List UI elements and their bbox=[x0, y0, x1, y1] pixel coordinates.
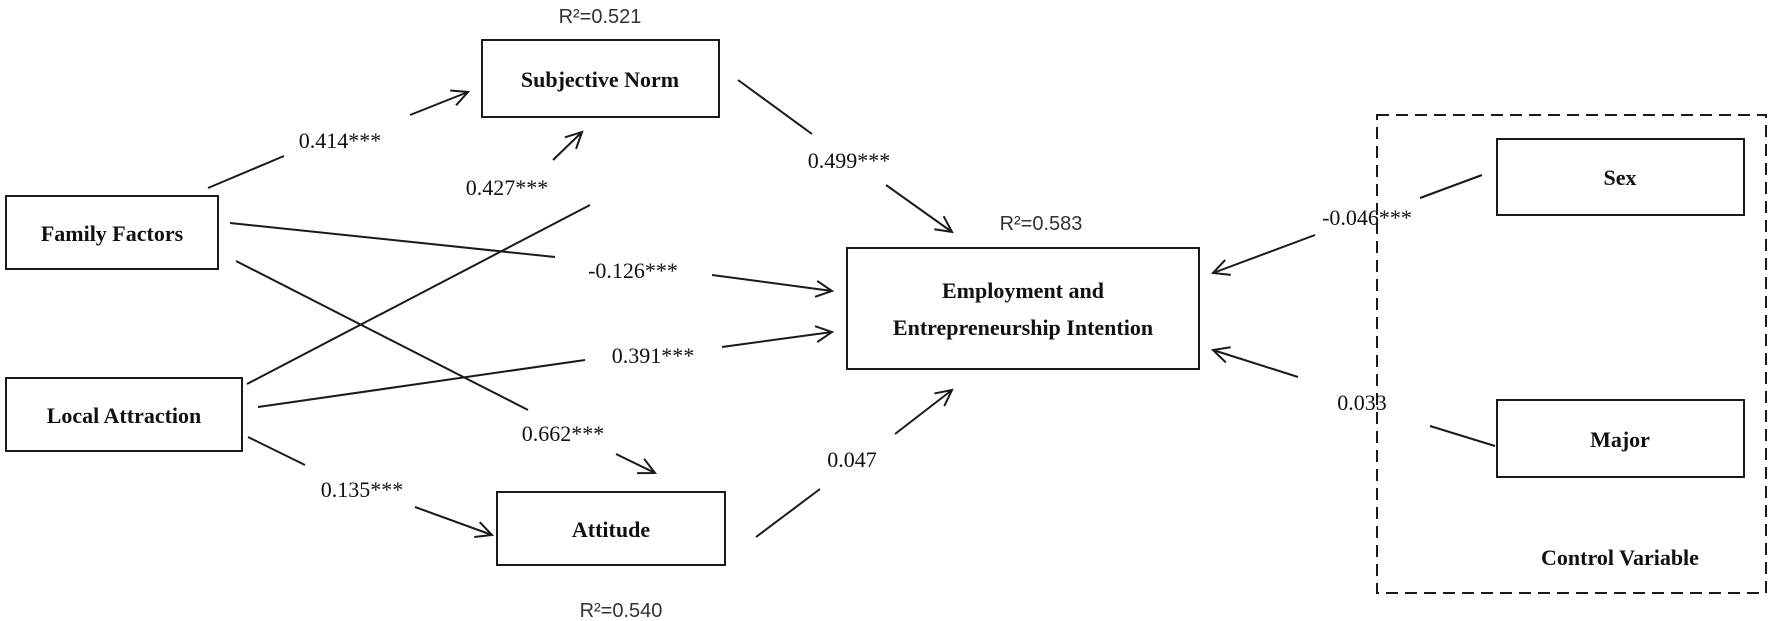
coef-sex-to-outcome: -0.046*** bbox=[1322, 205, 1412, 230]
sex-label: Sex bbox=[1604, 165, 1637, 190]
node-sex: Sex bbox=[1496, 138, 1745, 216]
coef-family-to-outcome: -0.126*** bbox=[588, 258, 678, 283]
coef-family-to-attitude: 0.662*** bbox=[522, 421, 605, 446]
coef-local-to-attitude: 0.135*** bbox=[321, 477, 404, 502]
r2-outcome: R²=0.583 bbox=[1000, 213, 1083, 235]
coef-attitude-to-outcome: 0.047 bbox=[827, 447, 877, 472]
attitude-label: Attitude bbox=[572, 517, 650, 542]
node-family-factors: Family Factors bbox=[5, 195, 219, 270]
node-major: Major bbox=[1496, 399, 1745, 478]
edge-sex-to-outcome bbox=[1213, 174, 1483, 273]
family-factors-label: Family Factors bbox=[41, 221, 184, 246]
edge-subjective-norm-to-outcome bbox=[737, 79, 952, 232]
coef-family-to-subjective-norm: 0.414*** bbox=[299, 128, 382, 153]
node-outcome: Employment and Entrepreneurship Intentio… bbox=[846, 247, 1200, 370]
control-variable-group bbox=[1376, 114, 1767, 594]
node-attitude: Attitude bbox=[496, 491, 726, 566]
edge-major-to-outcome bbox=[1213, 350, 1496, 447]
node-subjective-norm: Subjective Norm bbox=[481, 39, 720, 118]
edge-family-to-subjective-norm bbox=[207, 92, 468, 189]
edge-local-to-attitude bbox=[247, 436, 492, 535]
outcome-label-line2: Entrepreneurship Intention bbox=[893, 315, 1153, 340]
r2-attitude: R²=0.540 bbox=[580, 600, 663, 621]
edge-local-to-outcome bbox=[257, 332, 832, 408]
major-label: Major bbox=[1590, 427, 1650, 452]
control-variable-label: Control Variable bbox=[1541, 545, 1699, 570]
local-attraction-label: Local Attraction bbox=[47, 403, 202, 428]
edge-local-to-subjective-norm bbox=[246, 132, 591, 385]
node-local-attraction: Local Attraction bbox=[5, 377, 243, 452]
r2-subjective-norm: R²=0.521 bbox=[559, 6, 642, 28]
coef-local-to-subjective-norm: 0.427*** bbox=[466, 175, 549, 200]
edge-attitude-to-outcome bbox=[755, 390, 952, 538]
coef-local-to-outcome: 0.391*** bbox=[612, 343, 695, 368]
coef-major-to-outcome: 0.033 bbox=[1337, 390, 1387, 415]
edge-family-to-attitude bbox=[235, 260, 655, 473]
outcome-label-line1: Employment and bbox=[942, 278, 1104, 303]
subjective-norm-label: Subjective Norm bbox=[521, 67, 679, 92]
edge-family-to-outcome bbox=[229, 222, 832, 291]
coef-subjective-norm-to-outcome: 0.499*** bbox=[808, 148, 891, 173]
